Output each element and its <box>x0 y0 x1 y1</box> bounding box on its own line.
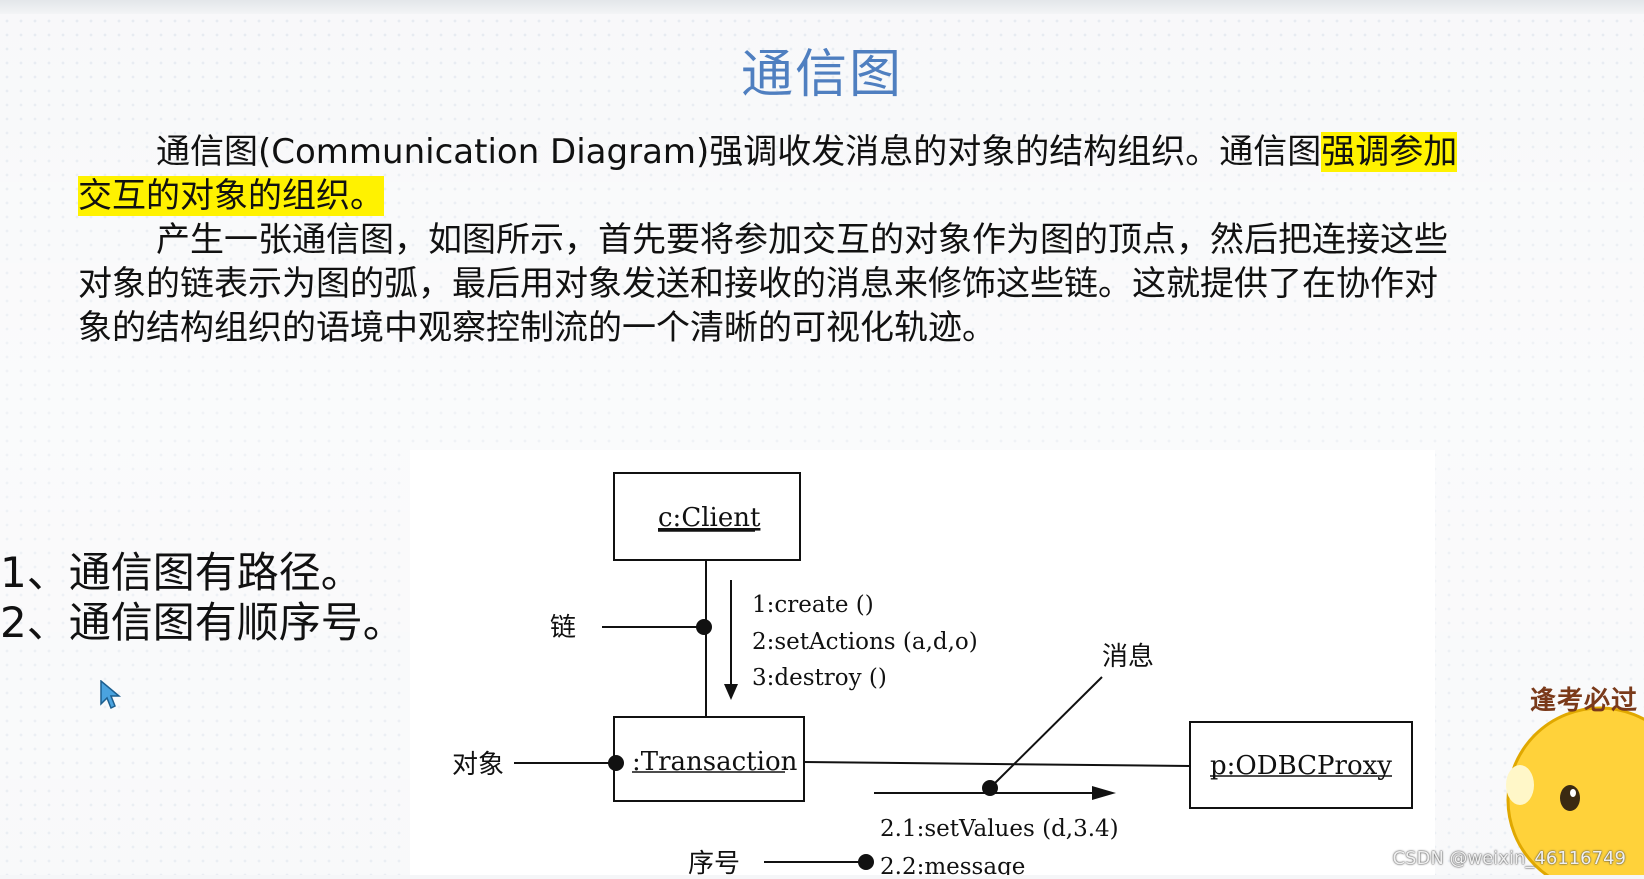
message-destroy: 3:destroy () <box>752 665 887 691</box>
client-object-label: c:Client <box>658 503 761 533</box>
message-setactions: 2:setActions (a,d,o) <box>752 629 978 655</box>
message-arrow-right <box>1092 786 1116 800</box>
callout-object-label: 对象 <box>452 750 504 780</box>
watermark: CSDN @weixin_46116749 <box>1392 848 1626 869</box>
message-message: 2.2:message <box>880 854 1025 875</box>
callout-sequence-label: 序号 <box>688 849 740 875</box>
message-setvalues: 2.1:setValues (d,3.4) <box>880 816 1119 842</box>
brand-text: 逢考必过 <box>1530 680 1638 717</box>
message-create: 1:create () <box>752 592 874 618</box>
link-transaction-proxy <box>804 762 1190 766</box>
message-arrow-down <box>724 684 738 700</box>
callout-link-label: 链 <box>550 613 576 643</box>
callout-message-label: 消息 <box>1102 642 1154 672</box>
